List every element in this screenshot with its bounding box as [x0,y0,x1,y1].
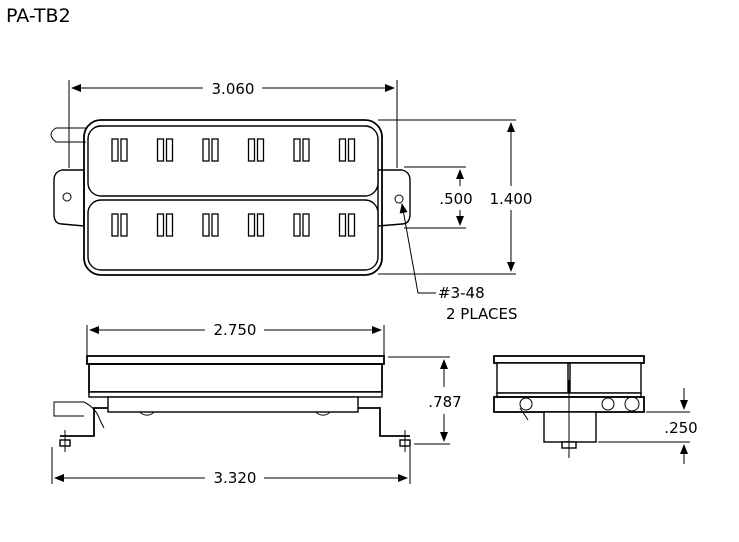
dim-bobbin-length: 2.750 [214,321,257,339]
cover-top-lip [86,355,385,365]
end-cover-lip [493,355,645,364]
pole-piece [202,213,210,237]
screw-head [139,411,155,416]
top-view: 3.060 .500 1.400 #3-48 2 PLACES [50,80,533,323]
screw-callout: #3-48 [438,284,485,302]
pole-piece [256,138,265,162]
dim-baseplate-height: .250 [664,419,697,437]
bobbin-top [87,125,379,197]
pole-piece [111,213,119,237]
pole-piece [120,213,128,237]
dim-pole-spacing: .500 [439,190,472,208]
end-mount-hole [624,396,640,412]
pole-piece [256,213,265,237]
end-magnet-block [543,411,597,443]
pole-piece [156,138,165,162]
pole-pieces-top [111,138,356,162]
side-view: 2.750 .787 3.320 [51,321,462,487]
pole-piece [111,138,119,162]
pole-pieces-bottom [111,213,356,237]
pole-piece [247,138,256,162]
pole-piece [293,138,301,162]
mount-leg-right [358,407,410,437]
screw-places: 2 PLACES [446,305,518,323]
screw-head [315,411,331,416]
end-view: .250 [493,355,698,464]
baseplate-side [107,396,359,413]
bobbin-bottom [87,199,379,271]
pole-piece [165,213,174,237]
pole-piece [302,213,310,237]
pickup-cover [83,119,383,276]
pole-piece [211,138,219,162]
dim-side-height: .787 [428,393,461,411]
lead-wire [50,127,86,143]
end-screw-right [601,397,615,411]
pole-piece [156,213,165,237]
pole-piece [338,213,347,237]
end-screw-left [519,397,533,411]
leader-line [399,203,436,294]
pole-piece [338,138,347,162]
dim-mount-length: 3.320 [214,469,257,487]
pole-piece [165,138,174,162]
mount-leg-left [60,407,108,437]
mount-tab-left [53,169,85,227]
model-title: PA-TB2 [6,5,71,27]
lead-wire-side [53,401,84,417]
spacer [88,391,383,398]
wire-bend [83,401,105,429]
pole-piece [120,138,128,162]
pole-piece [347,138,356,162]
pole-piece [293,213,301,237]
bobbin-side [88,363,383,393]
pole-piece [202,138,210,162]
pole-piece [211,213,219,237]
mount-hole-right [394,194,404,204]
mount-hole-left [62,192,72,202]
dim-top-width: 3.060 [212,80,255,98]
pole-piece [302,138,310,162]
pole-piece [247,213,256,237]
pole-piece [347,213,356,237]
end-bobbin-right [569,362,642,394]
end-wire [519,407,529,421]
end-bobbin-left [496,362,569,394]
dim-overall-height: 1.400 [490,190,533,208]
